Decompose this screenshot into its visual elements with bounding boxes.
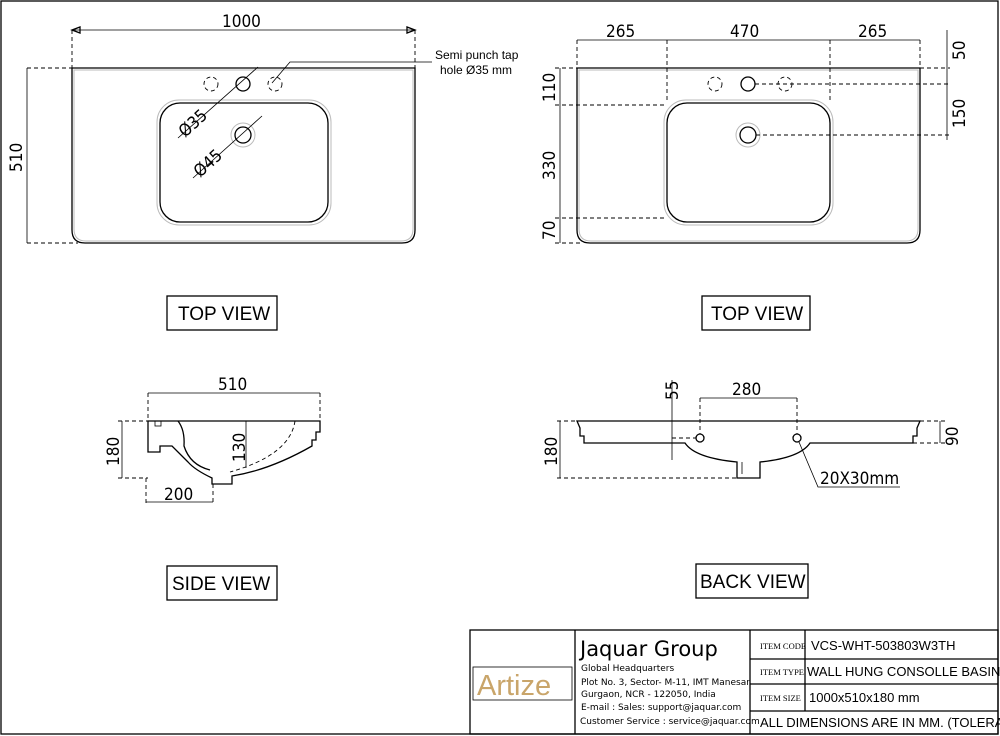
dim-470: 470 — [730, 22, 759, 42]
item-type-label: ITEM TYPE — [760, 667, 804, 677]
bowl-outline — [159, 102, 329, 223]
tap-hole-note-line2: hole Ø35 mm — [440, 63, 512, 77]
side-dim-510: 510 — [218, 375, 247, 395]
tap-hole-right — [267, 76, 283, 92]
customer-service-line: Customer Service : service@jaquar.com — [580, 717, 760, 727]
back-dim-180: 180 — [542, 437, 562, 466]
side-dim-200: 200 — [164, 485, 193, 505]
item-code-label: ITEM CODE — [760, 641, 806, 651]
top-view-2: 265 470 265 50 150 110 330 70 TOP VIEW — [540, 22, 970, 331]
item-code-value: VCS-WHT-503803W3TH — [811, 638, 955, 653]
side-dim-180: 180 — [104, 437, 124, 466]
side-view-label: SIDE VIEW — [172, 574, 270, 595]
dim-150: 150 — [950, 99, 970, 128]
dim-265-left: 265 — [606, 22, 635, 42]
item-size-label: ITEM SIZE — [760, 693, 801, 703]
item-type-value: WALL HUNG CONSOLLE BASIN — [807, 664, 1000, 679]
company-name: Jaquar Group — [578, 637, 718, 661]
address-line2: Gurgaon, NCR - 122050, India — [581, 690, 716, 700]
artize-logo — [472, 666, 573, 701]
dim-110: 110 — [540, 73, 560, 102]
email-line: E-mail : Sales: support@jaquar.com — [581, 703, 741, 713]
back-dim-55: 55 — [663, 381, 683, 400]
basin-outline — [71, 67, 416, 244]
hq-label: Global Headquarters — [581, 664, 675, 674]
tap-hole-left — [203, 76, 219, 92]
back-view: 280 55 180 90 20X30mm BACK VIEW — [542, 380, 963, 599]
tap-hole-center — [235, 76, 251, 92]
side-view: 510 180 130 200 SIDE VIEW — [104, 375, 321, 601]
artize-logo-text: Artize — [477, 670, 551, 702]
top-view-1: 1000 510 Ø35 Ø45 Semi punch tap hole Ø35… — [7, 12, 519, 331]
dim-265-right: 265 — [858, 22, 887, 42]
side-dim-130: 130 — [230, 433, 250, 462]
dim-70: 70 — [540, 221, 560, 240]
dim-330: 330 — [540, 151, 560, 180]
title-block: Artize Jaquar Group Global Headquarters … — [469, 629, 1000, 735]
drain-hole — [234, 126, 252, 144]
dim-50: 50 — [950, 41, 970, 60]
top-view-label-2: TOP VIEW — [711, 304, 803, 325]
dim-1000: 1000 — [222, 12, 261, 32]
back-dim-280: 280 — [732, 380, 761, 400]
item-size-value: 1000x510x180 mm — [809, 690, 920, 705]
tolerance-note: ALL DIMENSIONS ARE IN MM. (TOLERANCE ± 5… — [760, 715, 1000, 730]
dim-510: 510 — [7, 143, 27, 172]
back-dim-90: 90 — [943, 427, 963, 446]
dim-drain: Ø45 — [190, 146, 227, 182]
back-view-label: BACK VIEW — [700, 572, 806, 593]
address-line1: Plot No. 3, Sector- M-11, IMT Manesar — [581, 678, 750, 688]
top-view-label-1: TOP VIEW — [178, 304, 270, 325]
tap-hole-note-line1: Semi punch tap — [435, 48, 519, 62]
overflow-note: 20X30mm — [820, 469, 899, 489]
